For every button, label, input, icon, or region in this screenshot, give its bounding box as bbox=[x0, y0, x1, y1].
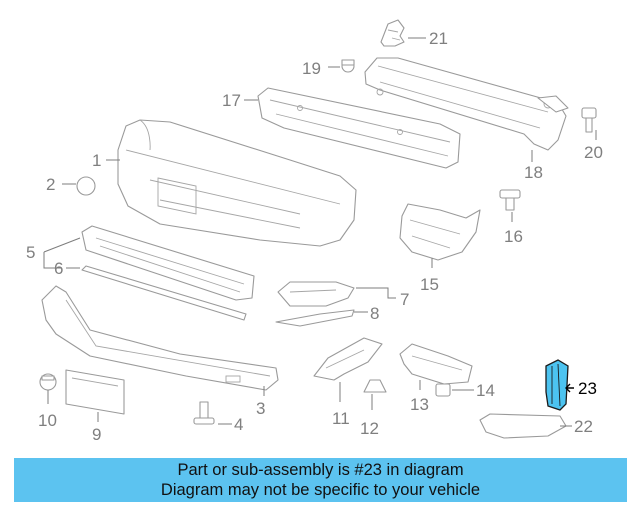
callout-12: 12 bbox=[360, 419, 379, 438]
part-21-bracket bbox=[380, 19, 405, 47]
callout-3: 3 bbox=[256, 399, 265, 418]
callout-19: 19 bbox=[302, 59, 321, 78]
part-12-clip bbox=[363, 379, 387, 393]
part-14-clip bbox=[435, 383, 451, 397]
leader-23 bbox=[565, 383, 574, 393]
info-banner: Part or sub-assembly is #23 in diagram D… bbox=[14, 458, 627, 502]
callout-15: 15 bbox=[420, 275, 439, 294]
part-7-side-trim bbox=[277, 281, 355, 307]
part-16-bolt bbox=[499, 189, 521, 211]
callout-4: 4 bbox=[234, 415, 243, 434]
callout-8: 8 bbox=[370, 304, 379, 323]
callout-11: 11 bbox=[332, 409, 350, 428]
callout-5: 5 bbox=[26, 243, 35, 262]
part-8-strip bbox=[275, 309, 355, 327]
part-19-bolt bbox=[341, 59, 355, 73]
part-10-nut bbox=[39, 373, 57, 391]
part-5-grille bbox=[81, 225, 255, 301]
banner-line-2: Diagram may not be specific to your vehi… bbox=[160, 481, 481, 499]
banner-line-1: Part or sub-assembly is #23 in diagram bbox=[177, 461, 464, 479]
callout-13: 13 bbox=[410, 395, 429, 414]
part-17-absorber bbox=[257, 87, 461, 169]
part-22-lower-trim bbox=[479, 413, 567, 439]
part-3-lower-spoiler bbox=[41, 285, 279, 391]
part-11-bracket bbox=[313, 337, 383, 381]
part-20-clip bbox=[581, 107, 597, 133]
part-4-screw bbox=[193, 401, 215, 425]
part-15-bracket bbox=[399, 203, 481, 261]
callout-16: 16 bbox=[504, 227, 523, 246]
callout-7: 7 bbox=[400, 290, 409, 309]
part-13-bracket bbox=[399, 343, 473, 385]
callout-1: 1 bbox=[92, 151, 101, 170]
callout-9: 9 bbox=[92, 425, 101, 444]
callout-2: 2 bbox=[46, 175, 55, 194]
callout-10: 10 bbox=[38, 411, 57, 430]
callout-6: 6 bbox=[54, 259, 63, 278]
callout-17: 17 bbox=[222, 91, 241, 110]
part-23-highlighted-trim bbox=[545, 359, 569, 411]
part-1-bumper-cover bbox=[117, 119, 357, 247]
part-9-plate-bracket bbox=[65, 369, 125, 415]
part-18-reinforcement bbox=[364, 57, 569, 151]
callout-20: 20 bbox=[584, 143, 603, 162]
part-6-trim-strip bbox=[81, 265, 247, 321]
callout-14: 14 bbox=[476, 381, 495, 400]
part-2-cap bbox=[76, 176, 96, 196]
callout-18: 18 bbox=[524, 163, 543, 182]
callout-21: 21 bbox=[429, 29, 448, 48]
parts-diagram: 21 19 18 20 17 1 2 bbox=[26, 19, 603, 444]
callout-22: 22 bbox=[574, 417, 593, 436]
leader-7 bbox=[356, 287, 396, 299]
callout-23: 23 bbox=[578, 379, 597, 398]
leader-5 bbox=[43, 237, 81, 269]
